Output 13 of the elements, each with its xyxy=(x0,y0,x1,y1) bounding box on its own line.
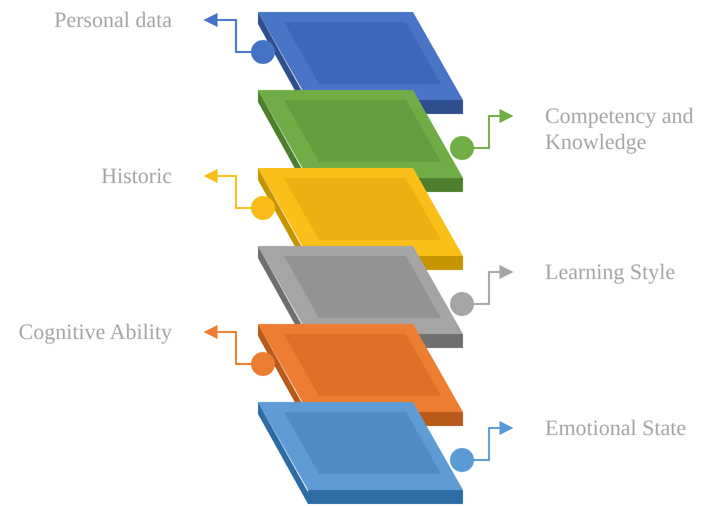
leader-arrow xyxy=(204,169,275,220)
leader-arrow xyxy=(204,325,275,376)
layer-label: Historic xyxy=(0,163,172,189)
layer-label: Personal data xyxy=(0,7,172,33)
layer-label: Learning Style xyxy=(545,259,725,285)
leader-arrow xyxy=(450,265,514,316)
layer-label: Cognitive Ability xyxy=(0,319,172,345)
layer-slab xyxy=(256,402,466,506)
layer-label: Emotional State xyxy=(545,415,725,441)
leader-arrow xyxy=(204,13,275,64)
leader-arrow xyxy=(450,109,514,160)
leader-arrow xyxy=(450,421,514,472)
layer-label: Competency and Knowledge xyxy=(545,103,725,155)
